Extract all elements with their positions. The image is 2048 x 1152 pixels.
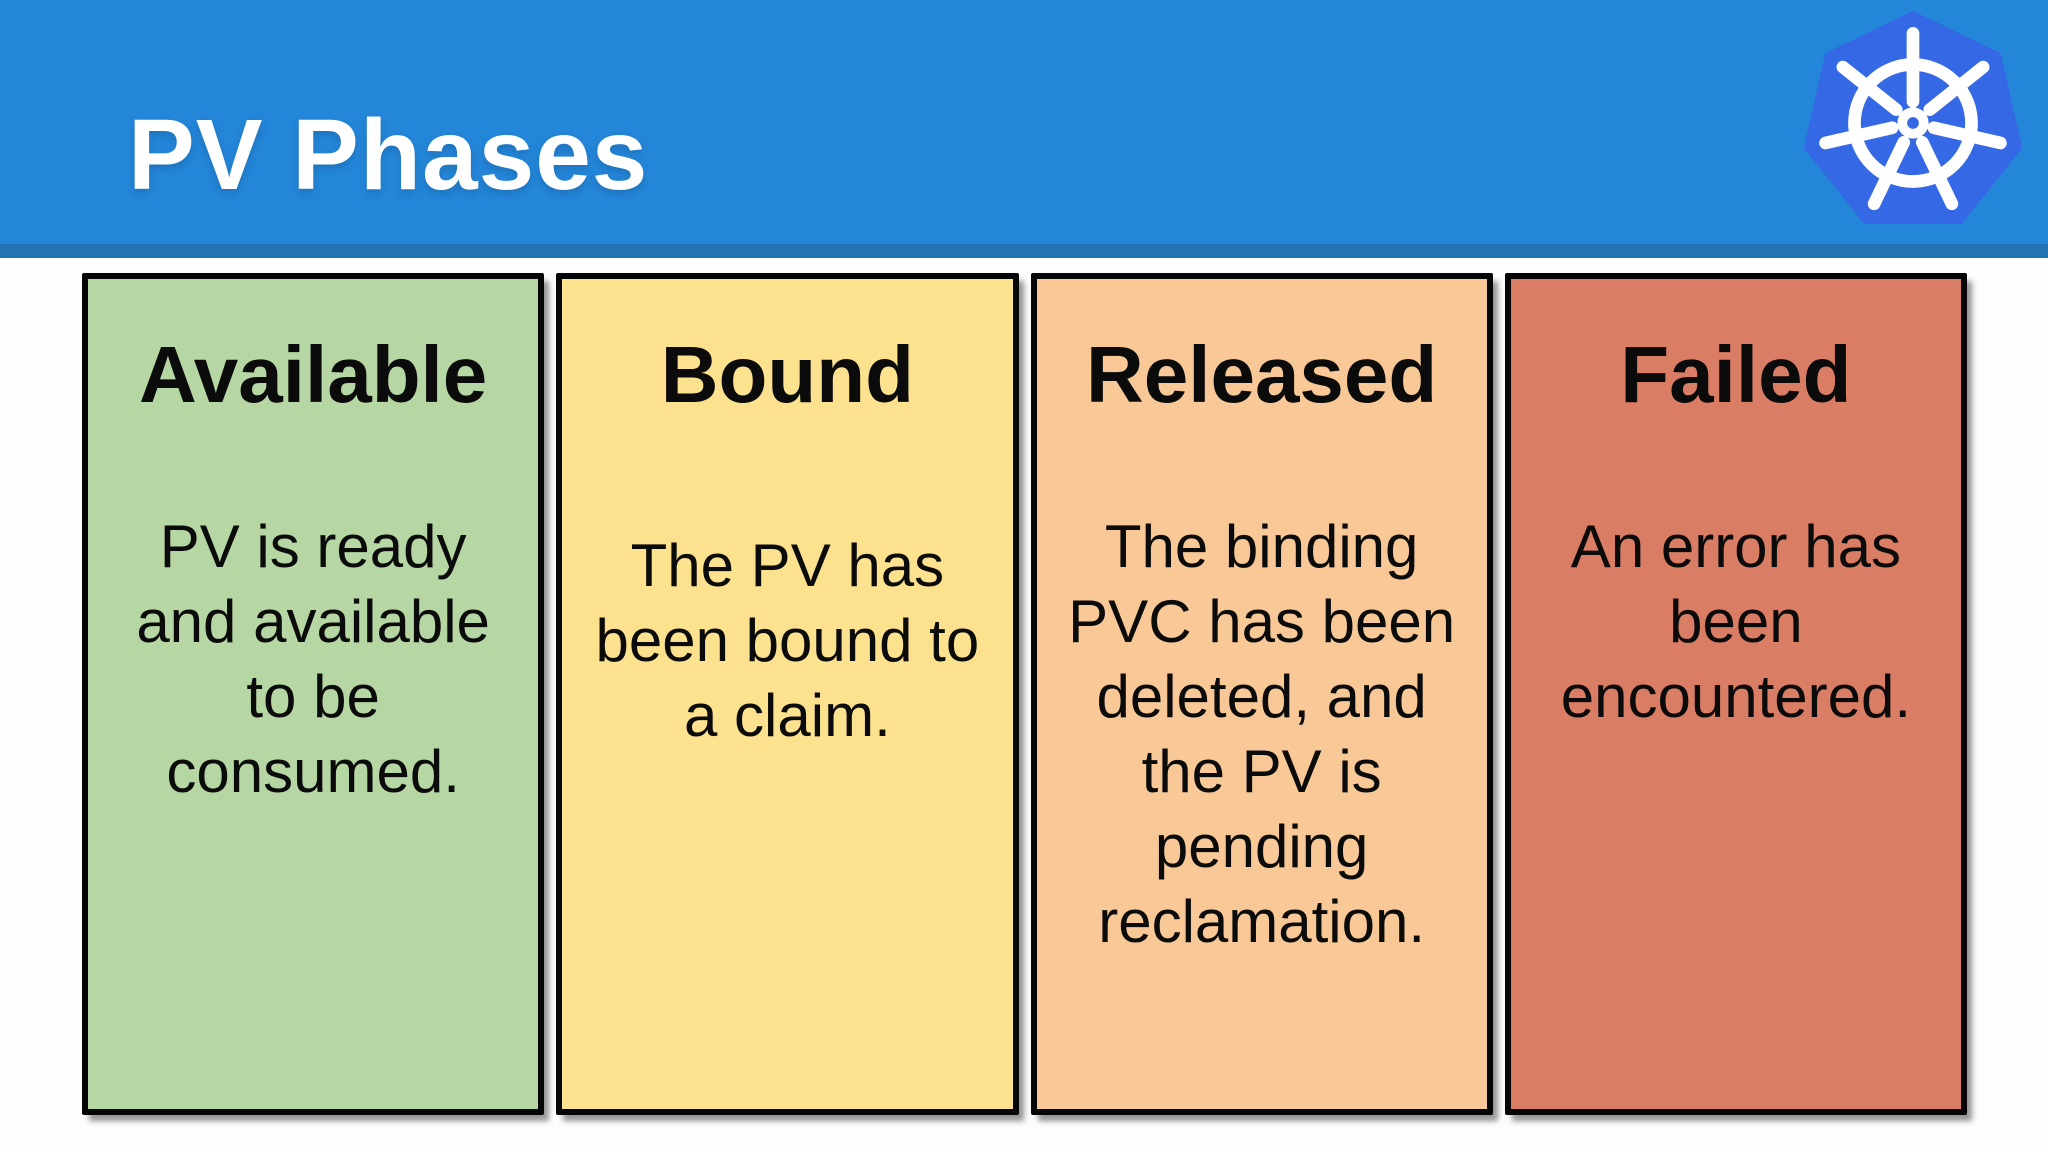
phase-title: Bound <box>660 330 914 419</box>
wheel-spoke <box>1923 60 1990 116</box>
kubernetes-logo-icon <box>1803 10 2023 225</box>
phase-card-available: Available PV is ready and available to b… <box>82 273 545 1115</box>
header-banner: PV Phases <box>0 0 2048 258</box>
wheel-spoke <box>1836 60 1903 116</box>
phase-description: The PV has been bound to a claim. <box>595 532 980 749</box>
wheel-spoke <box>1819 121 1899 150</box>
wheel-spoke <box>1915 135 1959 211</box>
header-accent-strip <box>0 244 2048 258</box>
phase-title: Released <box>1085 330 1438 419</box>
phase-card-failed: Failed An error has been encountered. <box>1504 273 1967 1115</box>
phase-title: Available <box>138 330 488 419</box>
phase-description: An error has been encountered. <box>1560 513 1912 730</box>
wheel-spoke <box>1927 121 2007 150</box>
phase-cards-row: Available PV is ready and available to b… <box>82 273 1967 1115</box>
wheel-hub-hole <box>1907 117 1919 129</box>
phase-card-bound: Bound The PV has been bound to a claim. <box>556 273 1019 1115</box>
phase-description: The binding PVC has been deleted, and th… <box>1068 513 1456 955</box>
phase-description: PV is ready and available to be consumed… <box>136 513 490 805</box>
phase-title: Failed <box>1620 330 1852 419</box>
phase-card-released: Released The binding PVC has been delete… <box>1030 273 1493 1115</box>
wheel-spoke <box>1867 135 1911 211</box>
ships-wheel-icon <box>1819 26 2007 211</box>
slide-title: PV Phases <box>128 99 649 211</box>
